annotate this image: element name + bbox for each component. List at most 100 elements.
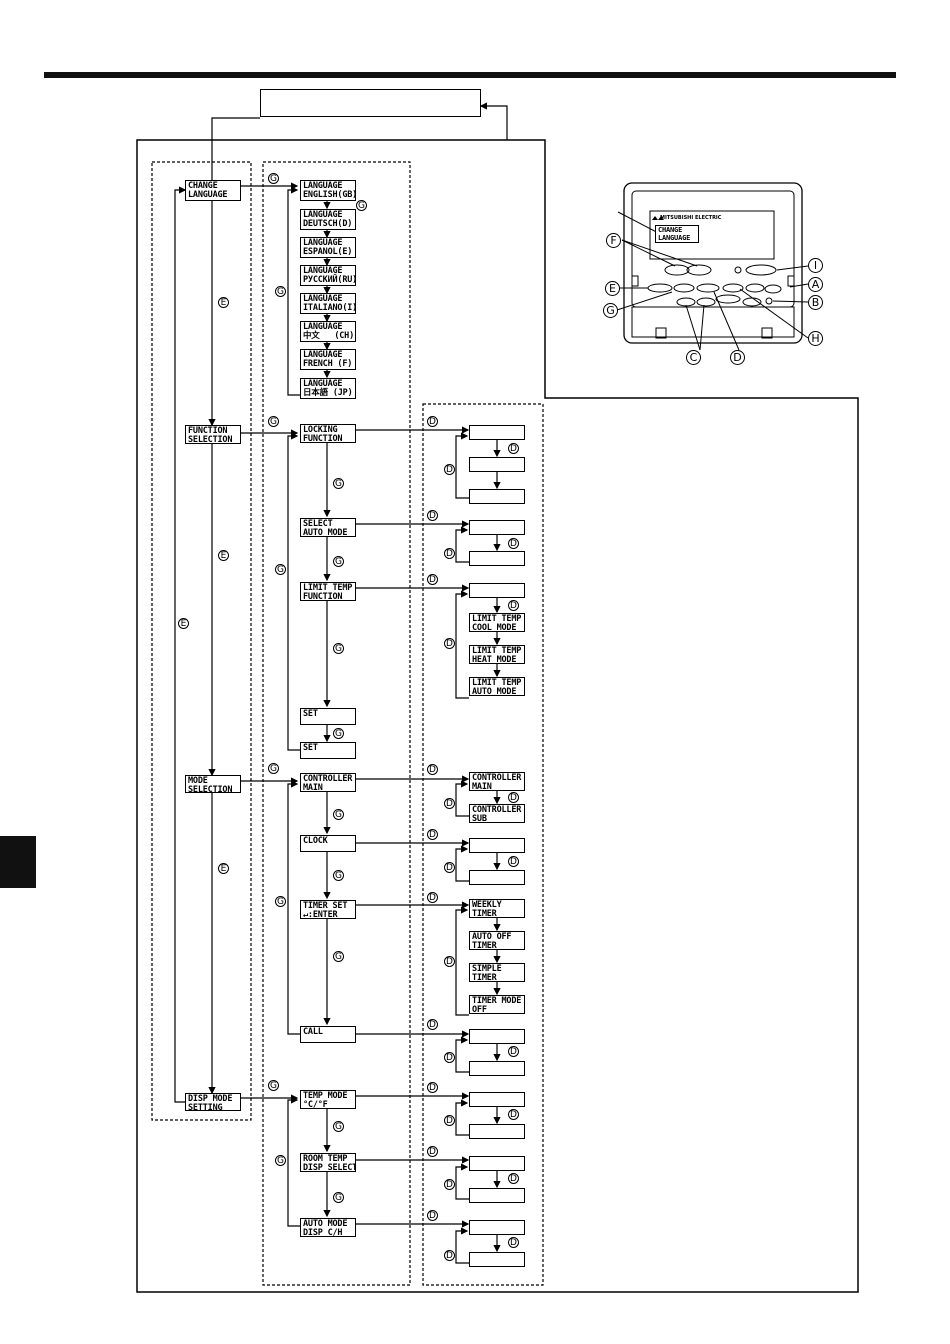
remote-screen: CHANGE LANGUAGE <box>655 225 699 243</box>
mode-call: CALL <box>300 1026 356 1043</box>
function-set-2: SET <box>300 742 356 759</box>
limit-temp-cool: LIMIT TEMP COOL MODE <box>469 613 525 632</box>
label-e: E <box>178 618 189 629</box>
label-d: D <box>427 892 438 903</box>
label-d: D <box>508 1173 519 1184</box>
label-h: H <box>808 331 823 346</box>
controller-main: CONTROLLER MAIN <box>469 772 525 791</box>
language-japanese: LANGUAGE 日本語 (JP) <box>300 378 356 399</box>
label-d: D <box>508 1109 519 1120</box>
function-select-auto: SELECT AUTO MODE <box>300 518 356 537</box>
label-d: D <box>444 862 455 873</box>
label-g: G <box>268 1080 279 1091</box>
label-g: G <box>333 1192 344 1203</box>
language-chinese: LANGUAGE 中文 (CH) <box>300 321 356 342</box>
label-d: D <box>508 1046 519 1057</box>
setting-box <box>469 838 525 853</box>
label-e: E <box>605 281 620 296</box>
label-g: G <box>333 809 344 820</box>
label-g: G <box>333 556 344 567</box>
limit-temp-heat: LIMIT TEMP HEAT MODE <box>469 645 525 664</box>
label-g: G <box>333 643 344 654</box>
label-i: I <box>808 258 823 273</box>
setting-box <box>469 583 525 598</box>
setting-box <box>469 489 525 504</box>
label-g: G <box>268 416 279 427</box>
label-e: E <box>218 863 229 874</box>
label-a: A <box>808 277 823 292</box>
setting-box <box>469 1061 525 1076</box>
label-g: G <box>275 286 286 297</box>
label-d: D <box>427 1146 438 1157</box>
language-french: LANGUAGE FRENCH (F) <box>300 349 356 370</box>
label-d: D <box>427 829 438 840</box>
controller-sub: CONTROLLER SUB <box>469 804 525 823</box>
setting-box <box>469 1092 525 1107</box>
mode-clock: CLOCK <box>300 835 356 852</box>
label-g: G <box>333 951 344 962</box>
label-d: D <box>444 1179 455 1190</box>
function-limit-temp: LIMIT TEMP FUNCTION <box>300 582 356 601</box>
label-g: G <box>333 728 344 739</box>
label-d: D <box>508 600 519 611</box>
label-d: D <box>444 1250 455 1261</box>
label-d: D <box>444 1115 455 1126</box>
label-g: G <box>275 564 286 575</box>
setting-box <box>469 870 525 885</box>
setting-box <box>469 551 525 566</box>
label-e: E <box>218 550 229 561</box>
function-set-1: SET <box>300 708 356 725</box>
remote-brand: MITSUBISHI ELECTRIC <box>660 215 722 221</box>
menu-disp-mode-setting: DISP MODE SETTING <box>185 1093 241 1111</box>
label-d: D <box>427 416 438 427</box>
timer-simple: SIMPLE TIMER <box>469 963 525 982</box>
limit-temp-auto: LIMIT TEMP AUTO MODE <box>469 677 525 696</box>
language-espanol: LANGUAGE ESPANOL(E) <box>300 237 356 258</box>
setting-box <box>469 457 525 472</box>
setting-box <box>469 1252 525 1267</box>
timer-mode-off: TIMER MODE OFF <box>469 995 525 1014</box>
label-g: G <box>268 173 279 184</box>
language-deutsch: LANGUAGE DEUTSCH(D) <box>300 209 356 230</box>
disp-auto-mode: AUTO MODE DISP C/H <box>300 1218 356 1237</box>
header-rule <box>44 72 896 78</box>
top-display-box <box>260 89 481 117</box>
menu-function-selection: FUNCTION SELECTION <box>185 425 241 444</box>
label-d: D <box>444 548 455 559</box>
label-c: C <box>686 350 701 365</box>
section-tab <box>0 836 36 888</box>
setting-box <box>469 1156 525 1171</box>
label-d: D <box>444 464 455 475</box>
disp-room-temp: ROOM TEMP DISP SELECT <box>300 1153 356 1172</box>
timer-auto-off: AUTO OFF TIMER <box>469 931 525 950</box>
label-d: D <box>427 510 438 521</box>
setting-box <box>469 1220 525 1235</box>
setting-box <box>469 1029 525 1044</box>
mode-controller: CONTROLLER MAIN <box>300 773 356 792</box>
label-d: D <box>444 1052 455 1063</box>
label-d: D <box>508 856 519 867</box>
language-italiano: LANGUAGE ITALIANO(I) <box>300 293 356 314</box>
setting-box <box>469 520 525 535</box>
label-d: D <box>730 350 745 365</box>
label-b: B <box>808 295 823 310</box>
label-g: G <box>275 896 286 907</box>
setting-box <box>469 425 525 440</box>
function-locking: LOCKING FUNCTION <box>300 424 356 443</box>
label-d: D <box>427 574 438 585</box>
label-g: G <box>333 478 344 489</box>
mode-timer-set: TIMER SET ↵:ENTER <box>300 900 356 919</box>
label-f: F <box>606 233 621 248</box>
setting-box <box>469 1124 525 1139</box>
label-d: D <box>427 764 438 775</box>
label-g: G <box>333 870 344 881</box>
label-d: D <box>508 1237 519 1248</box>
language-english: LANGUAGE ENGLISH(GB) <box>300 180 356 201</box>
label-g: G <box>603 303 618 318</box>
label-e: E <box>218 297 229 308</box>
label-g: G <box>275 1155 286 1166</box>
label-g: G <box>268 763 279 774</box>
remote-controller-drawing <box>616 182 809 351</box>
setting-box <box>469 1188 525 1203</box>
menu-change-language: CHANGE LANGUAGE <box>185 180 241 201</box>
